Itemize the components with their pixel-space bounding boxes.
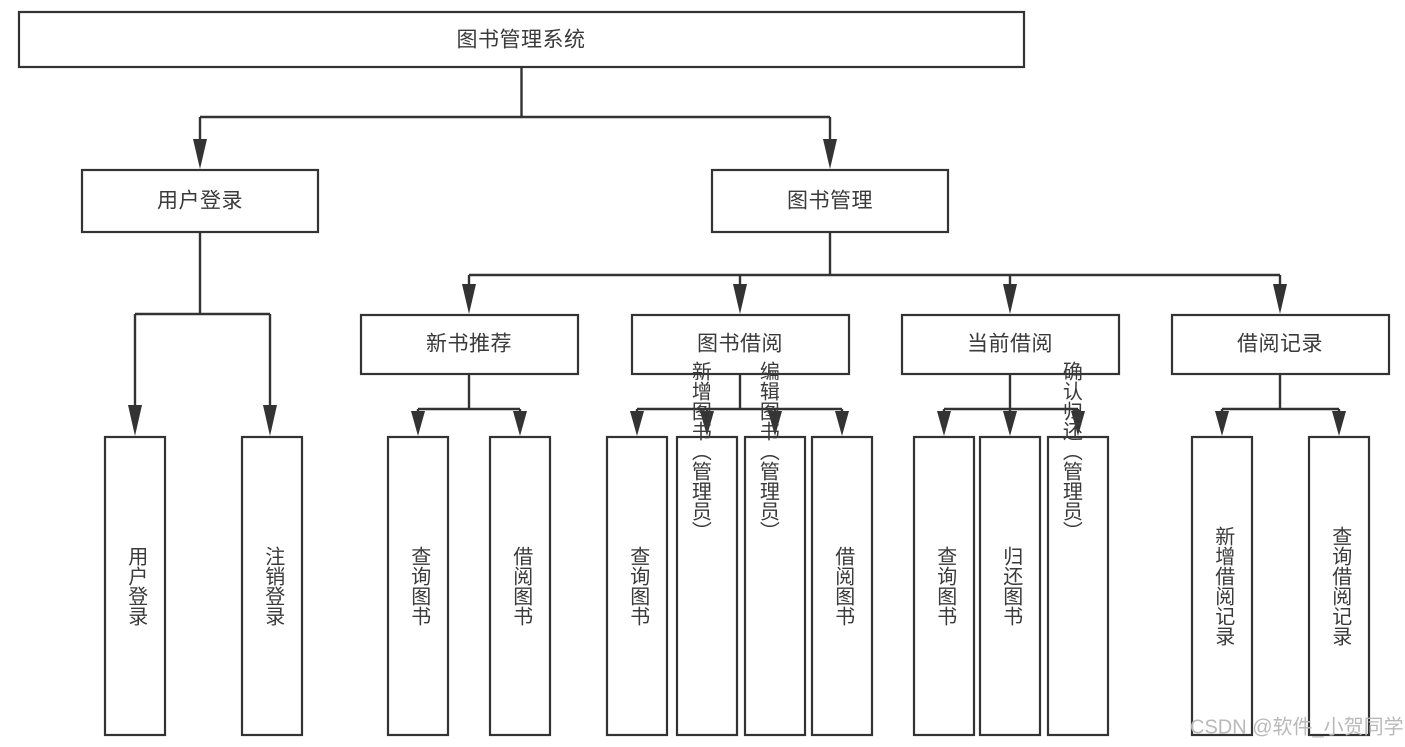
leaf-logout-box[interactable] bbox=[240, 435, 304, 737]
node-user-login-box[interactable] bbox=[80, 168, 320, 234]
arrow-leaf-logout bbox=[263, 405, 277, 436]
leaf-node[interactable]: 用户登录 bbox=[103, 435, 167, 737]
arrow-book-borrow bbox=[733, 284, 747, 314]
arrow-book-manage bbox=[823, 139, 837, 169]
leaf-borrowrecord-add-box[interactable] bbox=[1190, 435, 1254, 737]
arrow-bookborrow-leaf3 bbox=[768, 411, 782, 436]
node-current-borrow-box[interactable] bbox=[900, 313, 1121, 376]
leaf-newbook-query-box[interactable] bbox=[386, 435, 450, 737]
leaf-bookborrow-query-box[interactable] bbox=[605, 435, 669, 737]
leaf-node[interactable]: 新增图书（管理员） bbox=[675, 361, 739, 737]
node-new-book-recommend-box[interactable] bbox=[359, 313, 580, 376]
leaf-user-login-box[interactable] bbox=[103, 435, 167, 737]
node-book-manage[interactable]: 图书管理 bbox=[710, 168, 950, 234]
leaf-bookborrow-add-box[interactable] bbox=[675, 435, 739, 737]
leaf-newbook-borrow-box[interactable] bbox=[488, 435, 552, 737]
node-current-borrow[interactable]: 当前借阅 bbox=[900, 313, 1121, 376]
leaf-newbook-query-label: 查询图书 bbox=[408, 546, 431, 626]
arrow-currentborrow-leaf2 bbox=[1003, 411, 1017, 436]
arrow-currentborrow-leaf3 bbox=[1071, 411, 1085, 436]
leaf-currentborrow-confirm-box[interactable] bbox=[1046, 435, 1110, 737]
leaf-node[interactable]: 查询图书 bbox=[912, 435, 976, 737]
arrow-current-borrow bbox=[1003, 284, 1017, 314]
node-book-manage-box[interactable] bbox=[710, 168, 950, 234]
leaf-node[interactable]: 查询图书 bbox=[605, 435, 669, 737]
arrow-newbook-leaf2 bbox=[513, 411, 527, 436]
leaf-node[interactable]: 查询借阅记录 bbox=[1307, 435, 1371, 737]
leaf-borrowrecord-query-box[interactable] bbox=[1307, 435, 1371, 737]
leaf-currentborrow-confirm-label: 确认归还（管理员） bbox=[1059, 361, 1082, 541]
leaf-node[interactable]: 新增借阅记录 bbox=[1190, 435, 1254, 737]
arrow-bookborrow-leaf2 bbox=[700, 411, 714, 436]
node-borrow-record[interactable]: 借阅记录 bbox=[1170, 313, 1391, 376]
node-user-login-label: 用户登录 bbox=[157, 190, 243, 213]
arrow-borrowrecord-leaf2 bbox=[1332, 411, 1346, 436]
node-user-login[interactable]: 用户登录 bbox=[80, 168, 320, 234]
node-new-book-recommend[interactable]: 新书推荐 bbox=[359, 313, 580, 376]
connector-layer bbox=[128, 67, 1346, 436]
leaf-currentborrow-query-box[interactable] bbox=[912, 435, 976, 737]
leaf-logout-label: 注销登录 bbox=[262, 546, 285, 626]
node-root[interactable]: 图书管理系统 bbox=[17, 10, 1026, 69]
node-book-borrow[interactable]: 图书借阅 bbox=[630, 313, 851, 376]
node-new-book-recommend-label: 新书推荐 bbox=[426, 333, 512, 356]
leaf-bookborrow-edit-label: 编辑图书（管理员） bbox=[756, 361, 779, 541]
arrow-borrowrecord-leaf1 bbox=[1215, 411, 1229, 436]
leaf-newbook-borrow-label: 借阅图书 bbox=[510, 546, 533, 626]
leaf-bookborrow-add-label: 新增图书（管理员） bbox=[688, 361, 711, 541]
arrow-newbook-leaf1 bbox=[411, 411, 425, 436]
leaf-currentborrow-return-label: 归还图书 bbox=[1000, 546, 1023, 626]
arrow-currentborrow-leaf1 bbox=[937, 411, 951, 436]
arrow-leaf-user-login bbox=[128, 405, 142, 436]
leaf-bookborrow-borrow-box[interactable] bbox=[810, 435, 874, 737]
leaf-bookborrow-borrow-label: 借阅图书 bbox=[832, 546, 855, 626]
leaf-node[interactable]: 编辑图书（管理员） bbox=[743, 361, 807, 737]
arrow-new-book bbox=[462, 284, 476, 314]
watermark-label: CSDN @软件_小贺同学 bbox=[1190, 715, 1404, 738]
arrow-user-login bbox=[193, 139, 207, 169]
leaf-node[interactable]: 注销登录 bbox=[240, 435, 304, 737]
leaf-borrowrecord-add-label: 新增借阅记录 bbox=[1212, 526, 1235, 646]
node-borrow-record-label: 借阅记录 bbox=[1237, 333, 1323, 356]
arrow-bookborrow-leaf1 bbox=[630, 411, 644, 436]
leaf-node[interactable]: 确认归还（管理员） bbox=[1046, 361, 1110, 737]
node-book-borrow-label: 图书借阅 bbox=[697, 333, 783, 356]
arrow-borrow-record bbox=[1273, 284, 1287, 314]
leaf-currentborrow-query-label: 查询图书 bbox=[934, 546, 957, 626]
node-borrow-record-box[interactable] bbox=[1170, 313, 1391, 376]
node-current-borrow-label: 当前借阅 bbox=[967, 333, 1053, 356]
leaf-node[interactable]: 借阅图书 bbox=[810, 435, 874, 737]
node-root-box[interactable] bbox=[17, 10, 1026, 69]
node-book-manage-label: 图书管理 bbox=[787, 190, 873, 213]
node-root-label: 图书管理系统 bbox=[457, 29, 586, 52]
leaf-borrowrecord-query-label: 查询借阅记录 bbox=[1329, 526, 1352, 646]
leaf-user-login-label: 用户登录 bbox=[125, 546, 148, 626]
leaf-node[interactable]: 借阅图书 bbox=[488, 435, 552, 737]
arrow-bookborrow-leaf4 bbox=[835, 411, 849, 436]
leaf-node[interactable]: 归还图书 bbox=[978, 435, 1042, 737]
leaf-currentborrow-return-box[interactable] bbox=[978, 435, 1042, 737]
leaf-node[interactable]: 查询图书 bbox=[386, 435, 450, 737]
leaf-bookborrow-query-label: 查询图书 bbox=[627, 546, 650, 626]
node-book-borrow-box[interactable] bbox=[630, 313, 851, 376]
leaf-bookborrow-edit-box[interactable] bbox=[743, 435, 807, 737]
